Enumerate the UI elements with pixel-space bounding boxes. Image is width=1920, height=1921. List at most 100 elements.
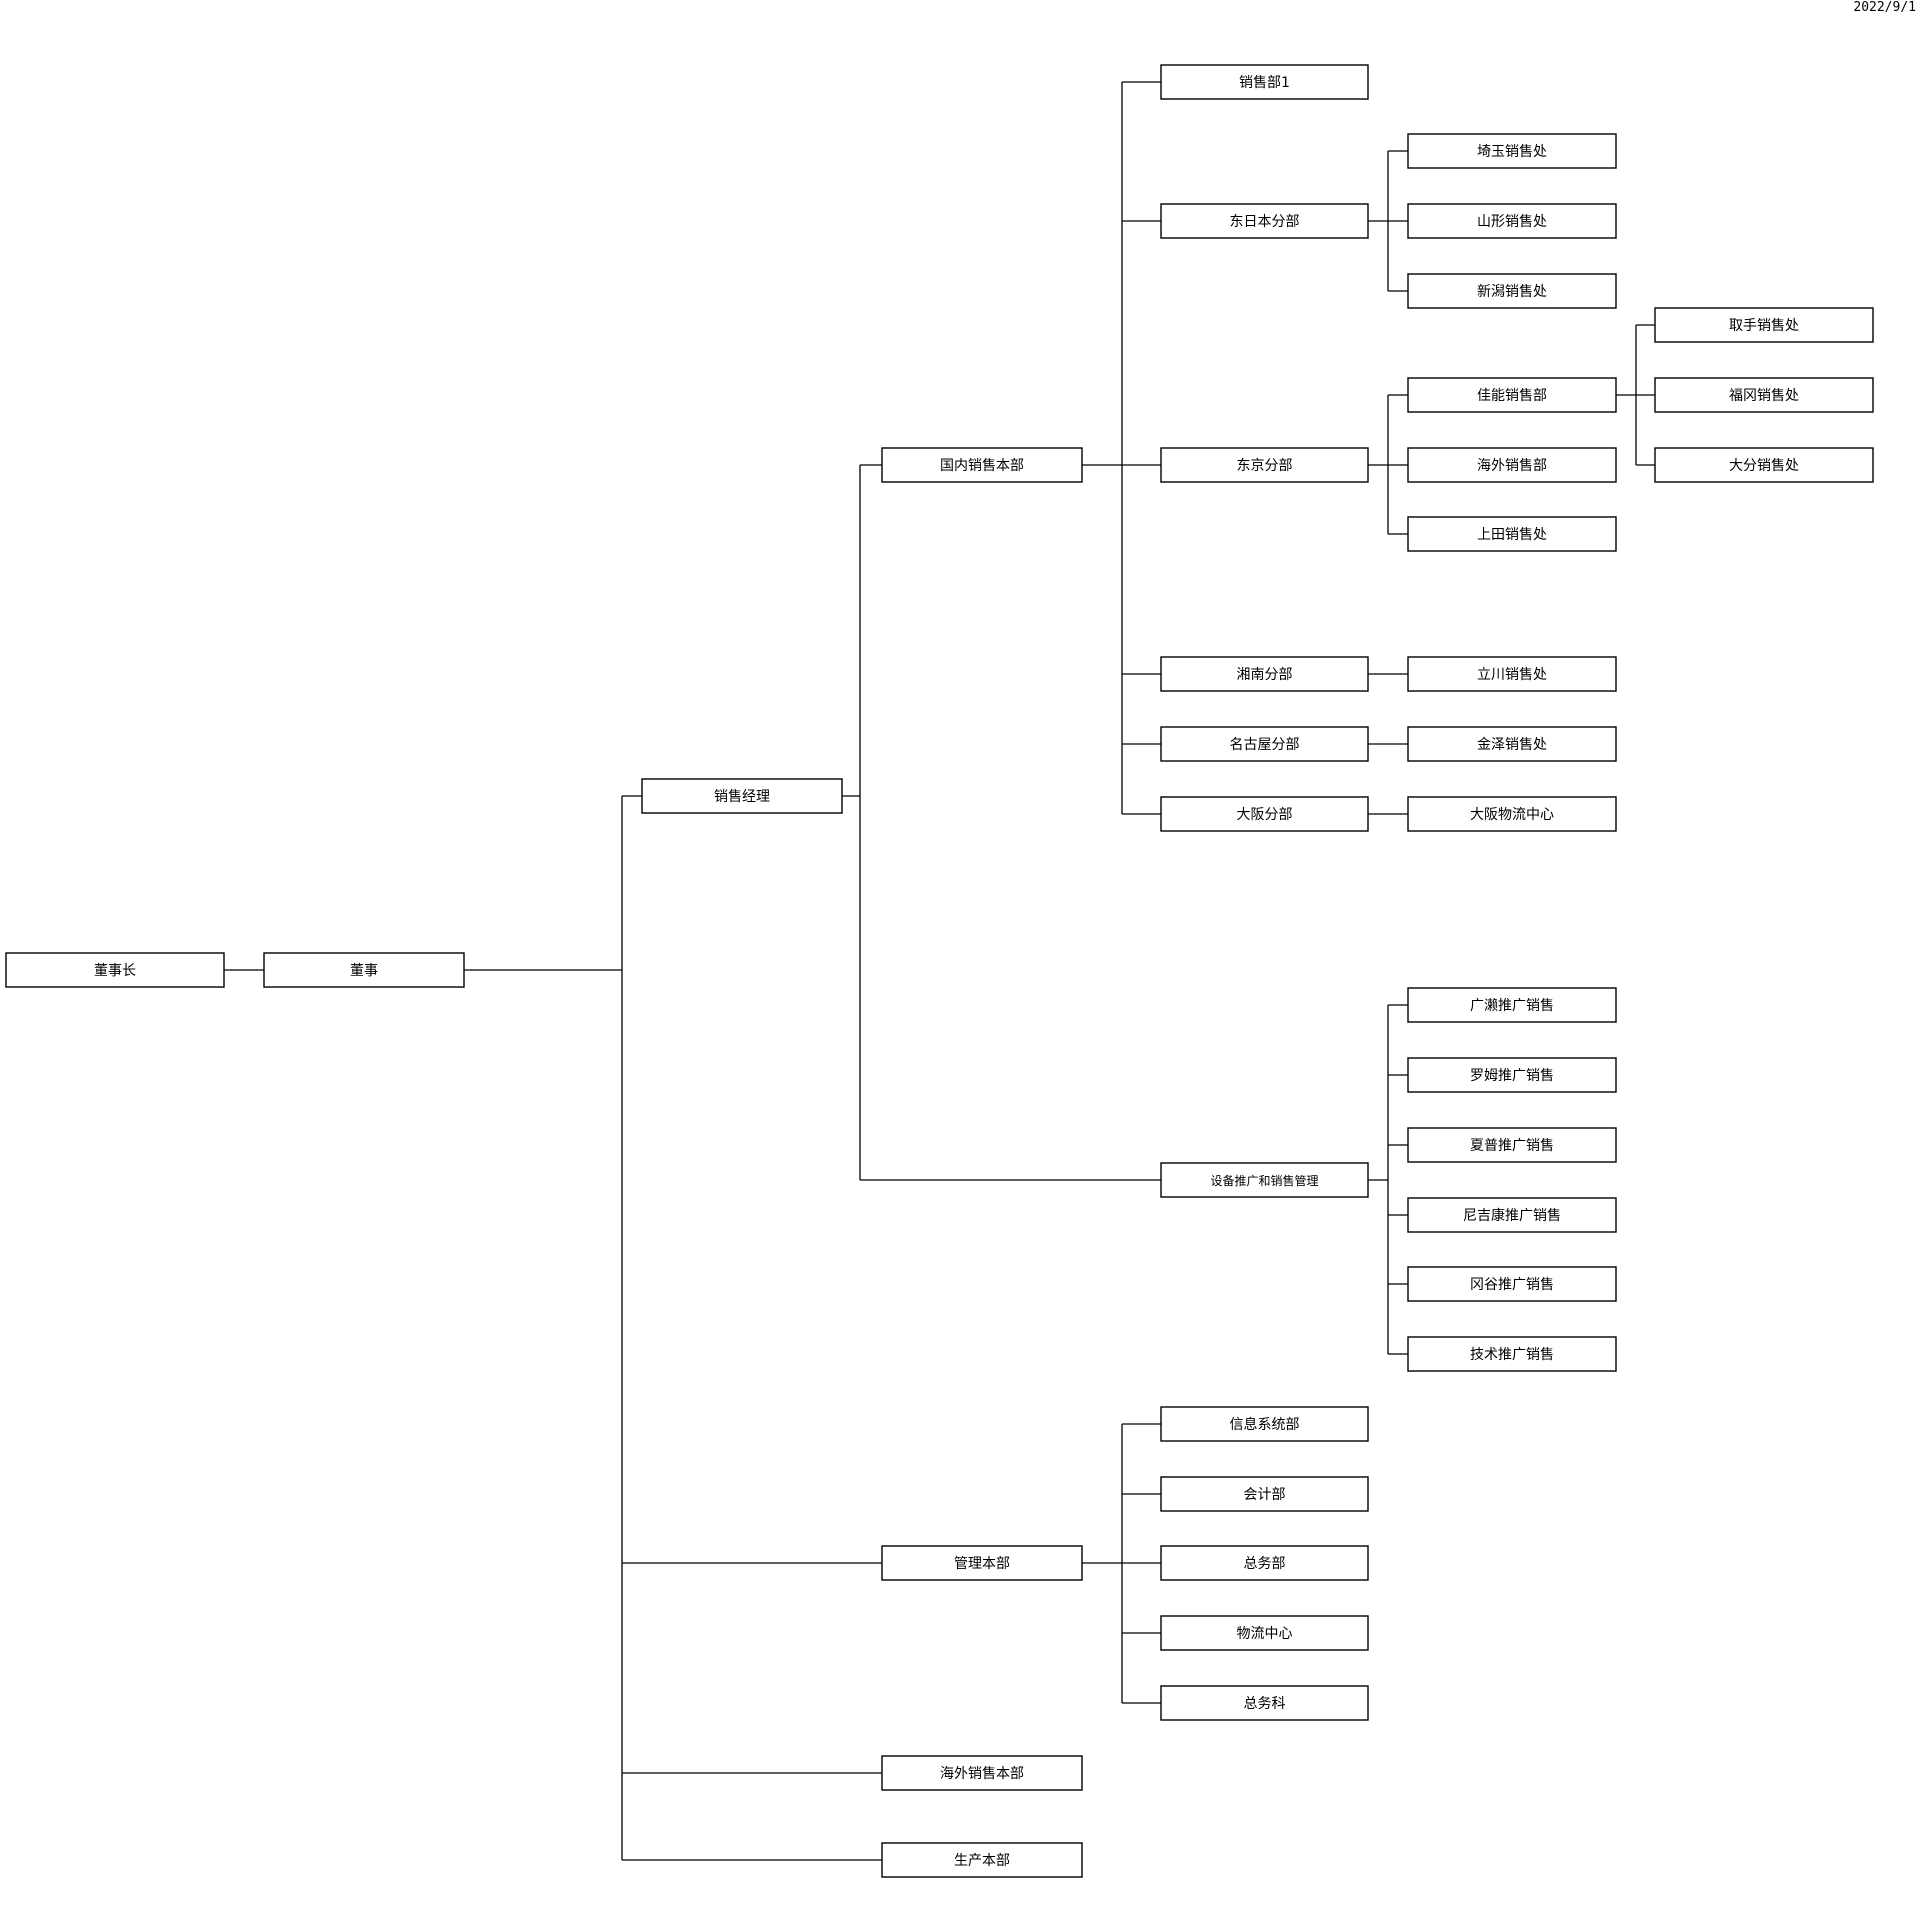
org-node-overseas-sales-hq: 海外销售本部 xyxy=(881,1755,1083,1791)
org-node-label: 销售经理 xyxy=(714,789,770,805)
org-node-saitama-office: 埼玉销售处 xyxy=(1407,133,1617,169)
org-node-box xyxy=(1407,1266,1617,1302)
org-node-box xyxy=(1654,307,1874,343)
org-node-oita-office: 大分销售处 xyxy=(1654,447,1874,483)
org-node-box xyxy=(1407,447,1617,483)
org-node-overseas-sales-dept: 海外销售部 xyxy=(1407,447,1617,483)
org-node-nikon-promo: 尼吉康推广销售 xyxy=(1407,1197,1617,1233)
org-node-label: 山形销售处 xyxy=(1477,214,1547,230)
org-node-label: 国内销售本部 xyxy=(940,458,1024,474)
org-node-label: 销售部1 xyxy=(1239,75,1290,91)
org-node-label: 会计部 xyxy=(1244,1487,1286,1503)
org-node-box xyxy=(5,952,225,988)
org-node-box xyxy=(641,778,843,814)
org-node-sales-manager: 销售经理 xyxy=(641,778,843,814)
org-node-general-affairs-section: 总务科 xyxy=(1160,1685,1369,1721)
org-node-fukuoka-office: 福冈销售处 xyxy=(1654,377,1874,413)
org-node-okaya-promo: 冈谷推广销售 xyxy=(1407,1266,1617,1302)
org-node-accounting-dept: 会计部 xyxy=(1160,1476,1369,1512)
org-node-label: 东日本分部 xyxy=(1230,214,1300,230)
org-node-box xyxy=(881,1842,1083,1878)
org-node-box xyxy=(1407,1336,1617,1372)
org-node-tokyo-branch: 东京分部 xyxy=(1160,447,1369,483)
org-node-box xyxy=(1407,516,1617,552)
org-node-niigata-office: 新潟销售处 xyxy=(1407,273,1617,309)
org-node-label: 海外销售本部 xyxy=(940,1766,1024,1782)
org-node-toride-office: 取手销售处 xyxy=(1654,307,1874,343)
org-node-label: 佳能销售部 xyxy=(1477,388,1547,404)
org-node-box xyxy=(1160,64,1369,100)
org-node-logistics-center: 物流中心 xyxy=(1160,1615,1369,1651)
org-node-yamagata-office: 山形销售处 xyxy=(1407,203,1617,239)
org-node-label: 冈谷推广销售 xyxy=(1470,1277,1554,1293)
org-node-label: 大分销售处 xyxy=(1729,458,1799,474)
org-node-box xyxy=(1160,1685,1369,1721)
org-node-label: 总务部 xyxy=(1244,1556,1286,1572)
org-node-label: 设备推广和销售管理 xyxy=(1210,1173,1318,1188)
org-node-label: 上田销售处 xyxy=(1477,527,1547,543)
org-node-label: 湘南分部 xyxy=(1237,667,1293,683)
org-node-box xyxy=(1407,796,1617,832)
org-node-box xyxy=(1160,203,1369,239)
org-node-label: 海外销售部 xyxy=(1477,458,1547,474)
org-node-label: 生产本部 xyxy=(954,1853,1010,1869)
org-node-rohm-promo: 罗姆推广销售 xyxy=(1407,1057,1617,1093)
org-node-east-japan-branch: 东日本分部 xyxy=(1160,203,1369,239)
org-node-label: 尼吉康推广销售 xyxy=(1463,1207,1561,1224)
org-node-ueda-office: 上田销售处 xyxy=(1407,516,1617,552)
org-node-box xyxy=(1407,656,1617,692)
org-node-general-affairs-dept: 总务部 xyxy=(1160,1545,1369,1581)
node-layer: 董事长 董事 销售经理 国内销售本部 销售部1 东日本分部 埼玉销售处山形销售处新潟销售处东… xyxy=(5,64,1874,1878)
org-node-equipment-promo-mgmt: 设备推广和销售管理 xyxy=(1160,1162,1369,1198)
org-node-label: 立川销售处 xyxy=(1477,667,1547,683)
org-node-sharp-promo: 夏普推广销售 xyxy=(1407,1127,1617,1163)
org-node-box xyxy=(1160,447,1369,483)
org-node-box xyxy=(1407,1057,1617,1093)
org-node-box xyxy=(1407,203,1617,239)
org-node-label: 福冈销售处 xyxy=(1729,388,1799,404)
org-node-box xyxy=(1407,987,1617,1023)
org-node-chairman: 董事长 xyxy=(5,952,225,988)
org-node-label: 取手销售处 xyxy=(1729,318,1799,334)
org-node-box xyxy=(1407,726,1617,762)
org-node-box xyxy=(1407,133,1617,169)
org-node-box xyxy=(1160,1162,1369,1198)
org-node-label: 信息系统部 xyxy=(1230,1416,1300,1433)
org-node-box xyxy=(263,952,465,988)
org-node-label: 物流中心 xyxy=(1237,1626,1293,1642)
org-node-box xyxy=(881,1755,1083,1791)
org-node-tech-promo: 技术推广销售 xyxy=(1407,1336,1617,1372)
org-node-box xyxy=(881,1545,1083,1581)
org-node-box xyxy=(1160,726,1369,762)
org-node-box xyxy=(1654,447,1874,483)
org-node-management-hq: 管理本部 xyxy=(881,1545,1083,1581)
org-node-production-hq: 生产本部 xyxy=(881,1842,1083,1878)
org-node-box xyxy=(1160,656,1369,692)
org-node-label: 大阪分部 xyxy=(1237,807,1293,823)
org-node-label: 金泽销售处 xyxy=(1477,737,1547,753)
connector-layer xyxy=(224,81,1655,1861)
org-node-label: 罗姆推广销售 xyxy=(1470,1068,1554,1084)
org-node-box xyxy=(1160,796,1369,832)
org-node-osaka-logistics-center: 大阪物流中心 xyxy=(1407,796,1617,832)
org-node-osaka-branch: 大阪分部 xyxy=(1160,796,1369,832)
org-node-domestic-sales-hq: 国内销售本部 xyxy=(881,447,1083,483)
org-node-label: 董事 xyxy=(350,963,378,979)
org-node-label: 埼玉销售处 xyxy=(1477,144,1547,160)
org-node-box xyxy=(1407,1127,1617,1163)
org-node-box xyxy=(1654,377,1874,413)
org-node-label: 夏普推广销售 xyxy=(1470,1138,1554,1154)
org-node-tachikawa-office: 立川销售处 xyxy=(1407,656,1617,692)
org-node-box xyxy=(1407,377,1617,413)
org-node-label: 董事长 xyxy=(94,963,136,979)
org-node-label: 广濑推广销售 xyxy=(1470,998,1554,1014)
org-node-info-systems-dept: 信息系统部 xyxy=(1160,1406,1369,1442)
org-node-label: 技术推广销售 xyxy=(1470,1347,1554,1363)
date-stamp: 2022/9/1 xyxy=(1853,0,1916,15)
org-node-sales-dept-1: 销售部1 xyxy=(1160,64,1369,100)
org-node-box xyxy=(1160,1545,1369,1581)
org-node-nagoya-branch: 名古屋分部 xyxy=(1160,726,1369,762)
org-node-box xyxy=(1407,273,1617,309)
org-node-kanazawa-office: 金泽销售处 xyxy=(1407,726,1617,762)
